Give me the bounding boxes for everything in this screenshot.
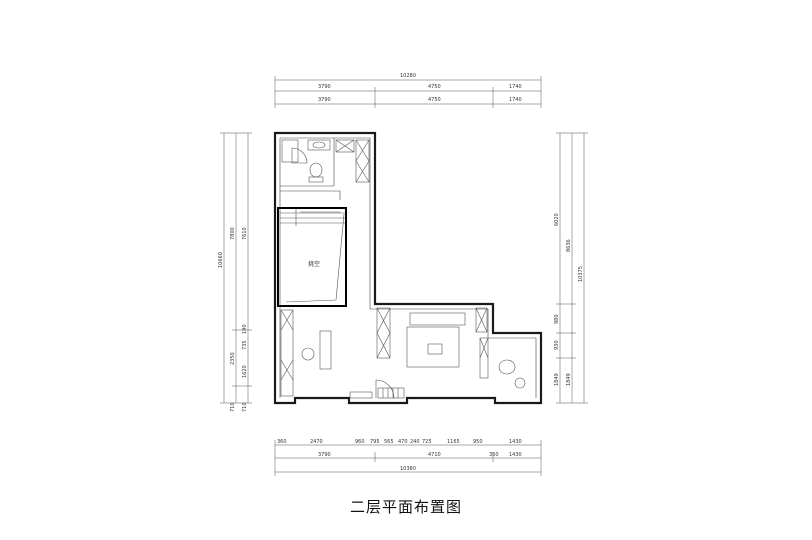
dim-right-inner: 930 bbox=[554, 340, 560, 350]
dim-left-inner: 1620 bbox=[242, 365, 248, 378]
coffee-table bbox=[406, 326, 460, 368]
side-cabinet bbox=[349, 391, 373, 399]
dim-top-row1: 4750 bbox=[428, 84, 441, 90]
shower-hatch bbox=[335, 139, 355, 153]
dim-right-outer: 1849 bbox=[566, 373, 572, 386]
dim-right-overall: 10375 bbox=[578, 266, 584, 282]
dim-right-outer: 8636 bbox=[566, 239, 572, 252]
dim-bottom-row2: 4710 bbox=[428, 452, 441, 458]
cabinet-hatch bbox=[376, 307, 391, 359]
dim-top-row1: 3790 bbox=[318, 84, 331, 90]
dim-left-inner: 7610 bbox=[242, 227, 248, 240]
left-dimension-lines bbox=[220, 132, 252, 404]
toilet-tank bbox=[308, 176, 324, 183]
bottom-dimension-lines bbox=[274, 440, 542, 476]
void-slope-line bbox=[285, 213, 345, 303]
drawing-caption: 二层平面布置图 bbox=[349, 498, 462, 516]
interior-wall-line bbox=[280, 137, 537, 398]
cabinet-hatch bbox=[475, 307, 488, 333]
dim-bottom-row1: 1430 bbox=[509, 439, 522, 445]
dim-right-inner: 980 bbox=[554, 314, 560, 324]
dim-top-row1: 1740 bbox=[509, 84, 522, 90]
dim-left-outer: 710 bbox=[230, 402, 236, 412]
wardrobe-hatch bbox=[355, 139, 370, 183]
sink bbox=[312, 141, 326, 149]
dim-bottom-row1: 1165 bbox=[447, 439, 460, 445]
dim-left-outer: 7800 bbox=[230, 227, 236, 240]
dim-left-overall: 10660 bbox=[218, 252, 224, 268]
door-swing bbox=[375, 379, 395, 399]
dim-bottom-row1: 240 bbox=[410, 439, 420, 445]
dim-bottom-row1: 960 bbox=[355, 439, 365, 445]
cabinet-hatch bbox=[280, 309, 294, 381]
dim-bottom-row1: 360 bbox=[277, 439, 287, 445]
dim-bottom-row1: 795 bbox=[370, 439, 380, 445]
cabinet bbox=[280, 309, 294, 397]
cabinet bbox=[281, 139, 299, 163]
chair bbox=[301, 347, 315, 361]
right-dimension-lines bbox=[556, 132, 588, 404]
vanity bbox=[307, 139, 331, 151]
dim-right-inner: 6020 bbox=[554, 213, 560, 226]
side-table bbox=[514, 377, 526, 389]
dim-left-inner: 710 bbox=[242, 402, 248, 412]
dim-top-row2: 1740 bbox=[509, 97, 522, 103]
cabinet bbox=[376, 307, 391, 359]
sofa bbox=[409, 312, 466, 326]
dim-bottom-overall: 10380 bbox=[400, 466, 416, 472]
dim-top-row2: 3790 bbox=[318, 97, 331, 103]
entry-stair bbox=[377, 387, 405, 399]
void-area bbox=[277, 207, 347, 307]
entry-stair-lines bbox=[382, 388, 399, 398]
corner-cabinet-hatch bbox=[479, 337, 489, 359]
dim-left-inner: 735 bbox=[242, 340, 248, 350]
dim-bottom-row1: 2470 bbox=[310, 439, 323, 445]
dim-bottom-row2: 1430 bbox=[509, 452, 522, 458]
wardrobe bbox=[355, 139, 370, 183]
cabinet bbox=[475, 307, 488, 333]
room-label-void: 挑空 bbox=[308, 260, 320, 268]
dim-left-inner: 190 bbox=[242, 324, 248, 334]
stair bbox=[280, 207, 346, 226]
shower-panel bbox=[335, 139, 355, 153]
dim-top-overall: 10280 bbox=[400, 73, 416, 79]
lounge-chair bbox=[498, 359, 516, 375]
dim-bottom-row1: 470 bbox=[398, 439, 408, 445]
desk bbox=[319, 330, 332, 370]
exterior-wall bbox=[273, 131, 543, 405]
dim-bottom-row2: 350 bbox=[489, 452, 499, 458]
dim-left-outer: 2350 bbox=[230, 352, 236, 365]
top-dimension-lines bbox=[274, 76, 542, 108]
dim-bottom-row1: 565 bbox=[384, 439, 394, 445]
partition-wall bbox=[280, 138, 341, 200]
dim-bottom-row1: 950 bbox=[473, 439, 483, 445]
toilet bbox=[309, 162, 323, 178]
dim-top-row2: 4750 bbox=[428, 97, 441, 103]
corner-cabinet bbox=[479, 337, 489, 379]
door-swing bbox=[291, 147, 308, 164]
ottoman bbox=[427, 343, 443, 355]
dim-bottom-row2: 3790 bbox=[318, 452, 331, 458]
dim-bottom-row1: 725 bbox=[422, 439, 432, 445]
dim-right-inner: 1849 bbox=[554, 373, 560, 386]
